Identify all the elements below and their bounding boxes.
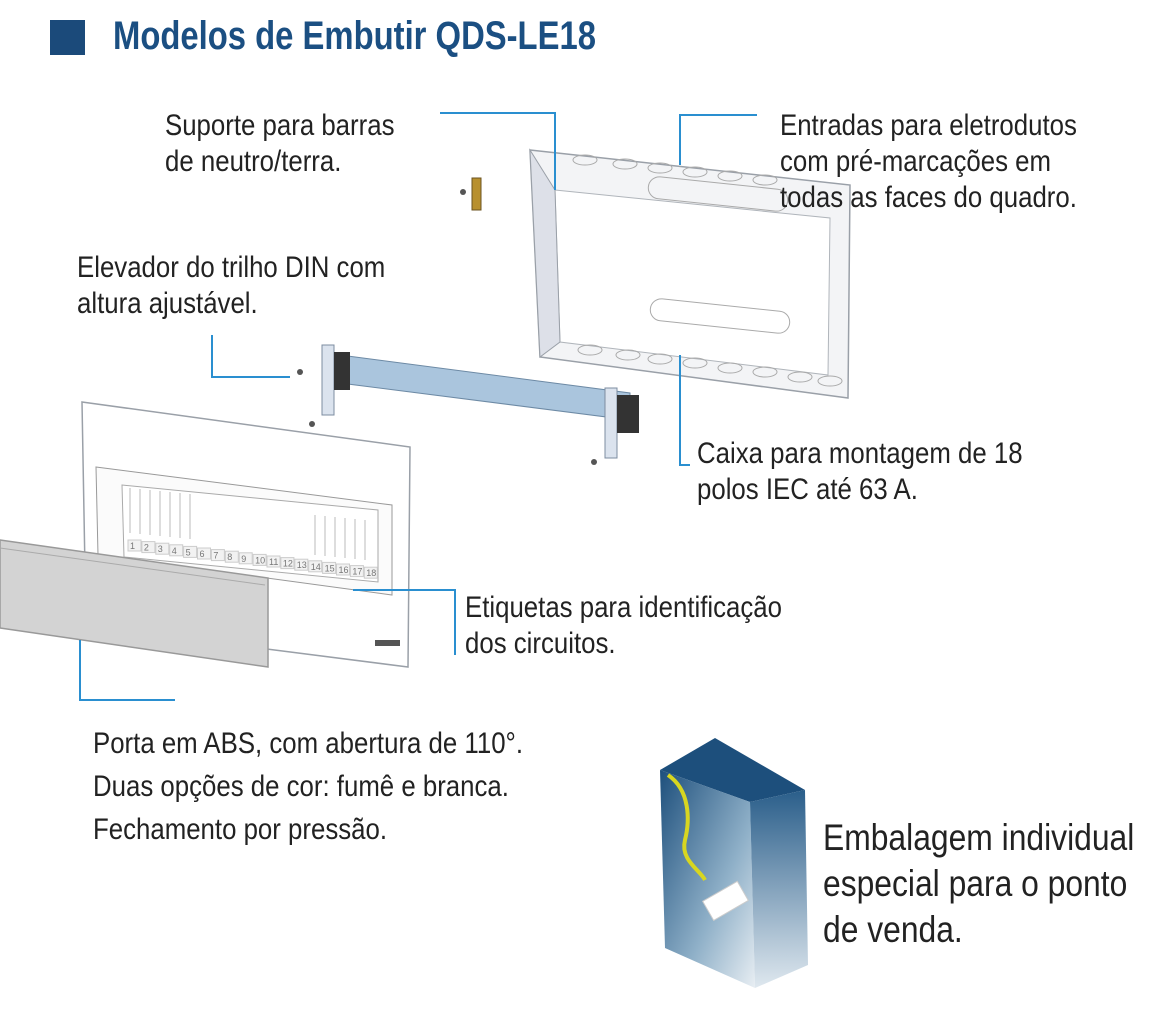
circuit-number: 5 [186, 547, 191, 557]
circuit-number: 11 [269, 557, 278, 567]
circuit-number: 8 [227, 552, 232, 562]
callout-line: Elevador do trilho DIN com [77, 251, 386, 284]
circuit-label-slot [127, 539, 142, 552]
circuit-number: 7 [213, 551, 218, 561]
circuit-label-slot [322, 561, 337, 574]
callout-package: Embalagem individual especial para o pon… [823, 815, 1134, 953]
circuit-label-slot [224, 550, 239, 563]
circuit-number: 10 [255, 555, 265, 565]
din-rail [297, 344, 639, 465]
circuit-number: 12 [283, 559, 293, 569]
callout-line: polos IEC até 63 A. [697, 473, 918, 506]
callout-line: dos circuitos. [465, 627, 616, 660]
circuit-number: 1 [130, 541, 135, 551]
circuit-label-slot [210, 549, 225, 562]
callout-line: especial para o ponto [823, 863, 1128, 904]
callout-line: Suporte para barras [165, 109, 395, 142]
circuit-number: 14 [311, 562, 321, 572]
neutral-bar [460, 177, 482, 211]
back-box [529, 148, 851, 399]
title-marker-square [50, 20, 85, 55]
circuit-number: 6 [200, 549, 205, 559]
callout-conduit-inlets: Entradas para eletrodutos com pré-marcaç… [780, 108, 1077, 216]
callout-line: Caixa para montagem de 18 [697, 437, 1023, 470]
page-title: Modelos de Embutir QDS-LE18 [113, 14, 596, 58]
circuit-number: 18 [366, 568, 376, 578]
circuit-label-slot [252, 553, 267, 566]
circuit-number: 17 [352, 567, 362, 577]
circuit-number: 15 [325, 563, 335, 573]
circuit-number: 2 [144, 543, 149, 553]
circuit-label-slot [308, 560, 323, 573]
circuit-label-slot [280, 557, 295, 570]
circuit-number: 13 [297, 560, 307, 570]
circuit-label-slot [349, 565, 364, 578]
circuit-label-slot [294, 558, 309, 571]
callout-line: Embalagem individual [823, 817, 1135, 858]
circuit-number: 16 [339, 565, 349, 575]
callout-line: altura ajustável. [77, 287, 258, 320]
callout-line: Fechamento por pressão. [93, 813, 387, 846]
circuit-label-slot [183, 545, 198, 558]
callout-line: Entradas para eletrodutos [780, 109, 1077, 142]
circuit-label-slot [155, 542, 170, 555]
callout-line: Etiquetas para identificação [465, 591, 782, 624]
callout-line: com pré-marcações em [780, 145, 1051, 178]
callout-circuit-labels: Etiquetas para identificação dos circuit… [465, 590, 782, 662]
circuit-number: 4 [172, 546, 177, 556]
callout-line: todas as faces do quadro. [780, 181, 1077, 214]
callout-line: de venda. [823, 909, 963, 950]
leader-lines [79, 112, 757, 701]
callout-neutral-support: Suporte para barras de neutro/terra. [165, 108, 394, 180]
callout-door: Porta em ABS, com abertura de 110°. Duas… [93, 722, 523, 851]
circuit-label-slot [197, 547, 211, 560]
circuit-number: 9 [241, 554, 246, 564]
circuit-label-slot [363, 566, 378, 579]
callout-din-elevator: Elevador do trilho DIN com altura ajustá… [77, 250, 385, 322]
circuit-label-slot [336, 563, 350, 576]
callout-line: de neutro/terra. [165, 145, 342, 178]
circuit-label-slot [141, 541, 156, 554]
circuit-number: 3 [158, 544, 163, 554]
circuit-label-slot [169, 544, 184, 557]
smoked-door [0, 539, 269, 668]
retail-package [660, 738, 808, 988]
circuit-label-slot [238, 552, 253, 565]
callout-line: Porta em ABS, com abertura de 110°. [93, 727, 524, 760]
callout-line: Duas opções de cor: fumê e branca. [93, 770, 509, 803]
callout-mounting-box: Caixa para montagem de 18 polos IEC até … [697, 436, 1023, 508]
circuit-label-slot [266, 555, 281, 568]
